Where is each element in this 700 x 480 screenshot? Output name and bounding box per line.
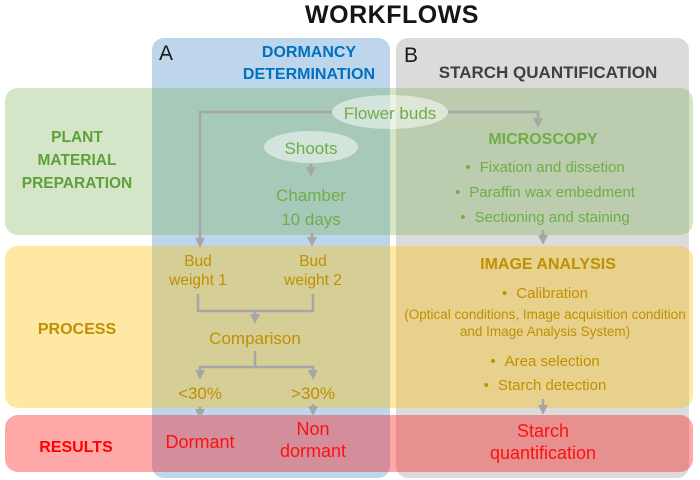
microscopy-item-fixation: • Fixation and dissetion [465,155,624,180]
band-label-results: RESULTS [39,439,113,456]
starch-quantification-result: Starch quantification [489,421,597,463]
calibration-note: (Optical conditions, Image acquisition c… [404,307,686,339]
image-analysis-item-label: Calibration [516,285,588,302]
flower-buds-node: Flower buds [343,104,437,123]
band-label-process: PROCESS [37,321,117,338]
bullet-icon: • [483,377,489,394]
bullet-icon: • [502,285,508,302]
image-analysis-item-label: Area selection [504,353,600,370]
bullet-icon: • [460,209,466,226]
image-analysis-item-label: Starch detection [497,377,607,394]
band-process [5,246,693,408]
bullet-icon: • [455,184,461,201]
column-a-letter: A [159,42,174,65]
shoots-node: Shoots [284,139,338,158]
microscopy-title: MICROSCOPY [488,131,598,148]
microscopy-item-sectioning: • Sectioning and staining [460,205,629,230]
chamber-node: Chamber 10 days [276,186,346,229]
less-30-node: <30% [178,384,222,403]
band-results [5,415,693,472]
comparison-node: Comparison [209,329,301,348]
non-dormant-result: Non dormant [279,419,347,461]
microscopy-item-label: Sectioning and staining [474,209,630,226]
page-title: WORKFLOWS [305,1,479,29]
dormant-result: Dormant [165,432,235,452]
band-label-preparation: PLANT MATERIAL PREPARATION [21,129,133,192]
microscopy-item-paraffin: • Paraffin wax embedment [455,180,635,205]
image-analysis-item-starch: • Starch detection [484,373,607,398]
bud-weight-1-node: Bud weight 1 [169,253,227,289]
bud-weight-2-node: Bud weight 2 [284,253,342,289]
bullet-icon: • [465,159,471,176]
image-analysis-title: IMAGE ANALYSIS [480,256,616,273]
image-analysis-item-calibration: • Calibration [502,281,588,306]
column-b-letter: B [404,44,419,67]
column-b-title: STARCH QUANTIFICATION [438,63,658,82]
image-analysis-item-area: • Area selection [490,349,599,374]
bullet-icon: • [490,353,496,370]
microscopy-item-label: Fixation and dissetion [479,159,625,176]
greater-30-node: >30% [291,384,335,403]
column-a-title: DORMANCY DETERMINATION [242,44,376,83]
microscopy-item-label: Paraffin wax embedment [469,184,635,201]
